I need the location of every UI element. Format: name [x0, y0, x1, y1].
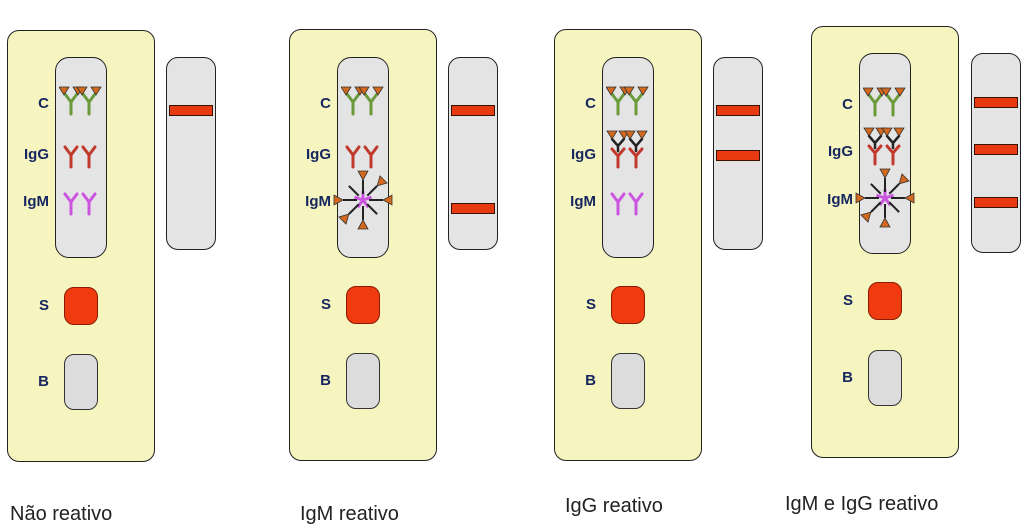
buffer-well [346, 353, 380, 409]
sample-well-label: S [585, 296, 596, 313]
buffer-well [868, 350, 902, 406]
igg-antibody-bound-icon [606, 130, 648, 169]
igm-antibodies [59, 186, 103, 221]
control-antibodies [58, 86, 103, 121]
buffer-well-label: B [38, 373, 49, 390]
igm-antibody-icon [610, 192, 644, 216]
igg-line-label: IgG [306, 146, 331, 163]
control-antibody-icon [340, 86, 384, 116]
sample-well-label: S [842, 292, 853, 309]
result-band-igm [451, 203, 495, 214]
panel-caption: IgM reativo [300, 503, 399, 525]
igm-antibody-bound-icon [333, 170, 393, 230]
igg-line-label: IgG [571, 146, 596, 163]
result-strip [166, 57, 216, 250]
control-line-label: C [585, 95, 596, 112]
igg-antibody-icon [63, 145, 97, 169]
control-antibodies [340, 86, 385, 121]
result-band-igg [974, 144, 1018, 155]
result-band-igg [716, 150, 760, 161]
buffer-well-label: B [585, 372, 596, 389]
result-band-c [451, 105, 495, 116]
control-antibody-icon [862, 87, 906, 117]
control-antibody-icon [605, 86, 649, 116]
control-line-label: C [320, 95, 331, 112]
igg-line-label: IgG [24, 146, 49, 163]
igg-antibody-bound-icon [863, 127, 905, 166]
igg-antibody-icon [345, 145, 379, 169]
result-band-c [169, 105, 213, 116]
sample-well [346, 286, 380, 324]
control-line-label: C [38, 95, 49, 112]
control-antibodies [605, 86, 650, 121]
igg-antibodies [863, 126, 907, 171]
control-line-label: C [842, 96, 853, 113]
igg-antibodies [606, 129, 650, 174]
result-band-c [716, 105, 760, 116]
panel-caption: Não reativo [10, 503, 113, 525]
sample-well [64, 287, 98, 325]
sample-well [868, 282, 902, 320]
buffer-well [611, 353, 645, 409]
igm-antibody-bound-icon [855, 168, 915, 228]
igg-antibodies [341, 139, 385, 174]
igm-antibodies [333, 170, 393, 235]
result-band-c [974, 97, 1018, 108]
sample-well [611, 286, 645, 324]
panel-caption: IgM e IgG reativo [785, 493, 939, 515]
control-antibody-icon [58, 86, 102, 116]
igm-antibody-icon [63, 192, 97, 216]
igg-line-label: IgG [828, 143, 853, 160]
control-antibodies [862, 87, 907, 122]
igm-antibodies [855, 168, 915, 233]
igm-antibodies [606, 186, 650, 221]
buffer-well-label: B [320, 372, 331, 389]
buffer-well-label: B [842, 369, 853, 386]
sample-well-label: S [38, 297, 49, 314]
igm-line-label: IgM [305, 193, 331, 210]
panel-caption: IgG reativo [565, 495, 663, 517]
igg-antibodies [59, 139, 103, 174]
igm-line-label: IgM [827, 191, 853, 208]
result-band-igm [974, 197, 1018, 208]
igm-line-label: IgM [570, 193, 596, 210]
buffer-well [64, 354, 98, 410]
sample-well-label: S [320, 296, 331, 313]
result-strip [448, 57, 498, 250]
igm-line-label: IgM [23, 193, 49, 210]
